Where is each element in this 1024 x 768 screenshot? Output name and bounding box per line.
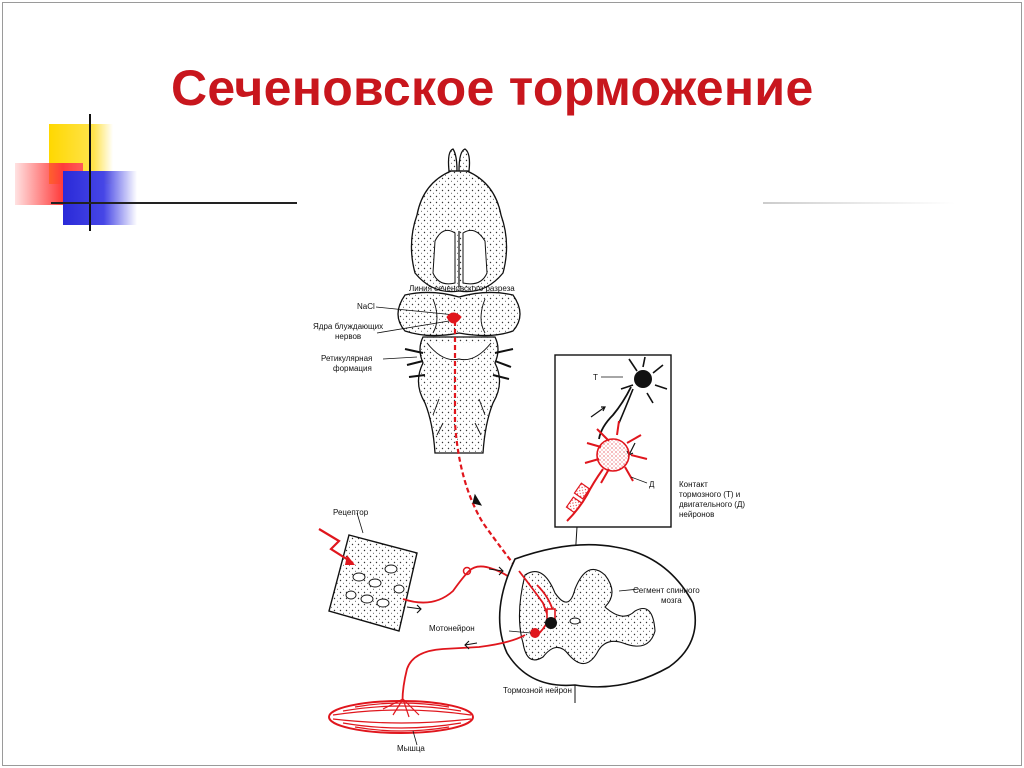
label-contact-1: Контакт xyxy=(679,480,708,489)
label-inhibitory-neuron: Тормозной нейрон xyxy=(503,686,572,695)
deco-vertical-line xyxy=(89,114,91,231)
deco-right-line xyxy=(763,202,955,204)
label-vagus-nuclei-1: Ядра блуждающих xyxy=(313,322,383,331)
label-neuron-t: Т xyxy=(593,373,598,382)
label-motoneuron: Мотонейрон xyxy=(429,624,475,633)
label-reticular-1: Ретикулярная xyxy=(321,354,372,363)
label-muscle: Мышца xyxy=(397,744,425,753)
brain-leader-lines xyxy=(375,306,456,360)
slide-title: Сеченовское торможение xyxy=(171,60,814,116)
label-contact-4: нейронов xyxy=(679,510,714,519)
label-nacl: NaCl xyxy=(357,302,375,311)
label-receptor: Рецептор xyxy=(333,508,369,517)
muscle xyxy=(328,698,474,746)
receptor-skin xyxy=(318,512,418,632)
spinal-cord-segment xyxy=(498,543,697,703)
diagram-labels: Линия сеченовского разреза NaCl Ядра блу… xyxy=(313,284,745,753)
label-cut-line: Линия сеченовского разреза xyxy=(409,284,515,293)
descending-pathway xyxy=(446,312,520,572)
label-neuron-d: Д xyxy=(649,480,655,489)
motor-neuron-d xyxy=(566,420,648,522)
deco-horizontal-line xyxy=(51,202,297,204)
label-contact-3: двигательного (Д) xyxy=(679,500,745,509)
neuron-contact-inset xyxy=(554,354,672,560)
brain-illustration xyxy=(397,148,521,454)
sechenov-diagram: Линия сеченовского разреза NaCl Ядра блу… xyxy=(313,148,745,753)
label-spinal-segment-1: Сегмент спинного xyxy=(633,586,700,595)
label-vagus-nuclei-2: нервов xyxy=(335,332,361,341)
motoneuron-body xyxy=(530,628,540,638)
inhibitory-neuron-body xyxy=(545,617,557,629)
label-reticular-2: формация xyxy=(333,364,372,373)
deco-blue-square xyxy=(63,171,137,225)
label-contact-2: тормозного (Т) и xyxy=(679,490,740,499)
label-spinal-segment-2: мозга xyxy=(661,596,682,605)
